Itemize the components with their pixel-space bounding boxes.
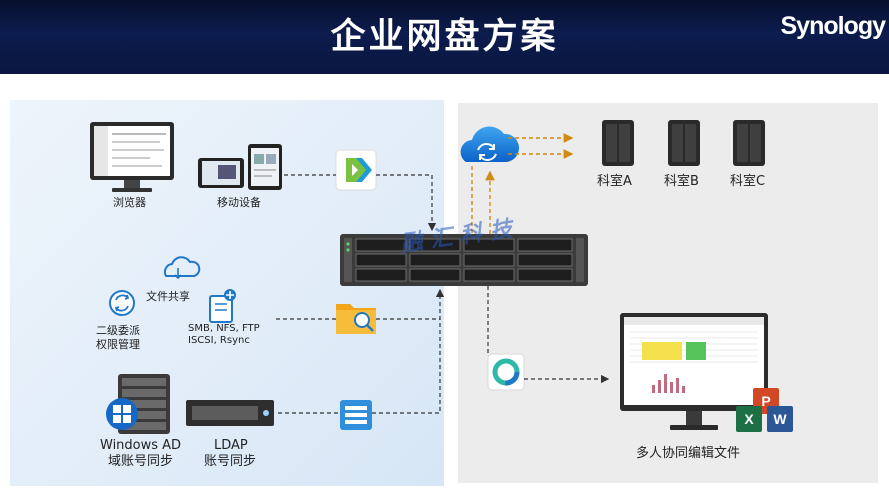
nas-unit-b-icon xyxy=(668,120,700,166)
windows-logo-icon xyxy=(106,398,138,430)
ldap-label-line2: 账号同步 xyxy=(204,454,257,469)
svg-text:X: X xyxy=(744,411,754,427)
mobile-devices-icon xyxy=(198,144,282,190)
page-title: 企业网盘方案 xyxy=(330,17,559,57)
sync-badge-icon xyxy=(109,290,135,316)
delegation-label-line2: 权限管理 xyxy=(96,338,140,351)
cloud-sync-outline-icon xyxy=(163,256,201,280)
collab-monitor-icon xyxy=(620,313,768,430)
right-sync-connectors xyxy=(471,133,574,234)
lab-c-label: 科室C xyxy=(730,174,766,189)
right-panel xyxy=(458,103,878,483)
browser-monitor-icon xyxy=(90,122,174,192)
cloud-sync-icon xyxy=(460,126,520,162)
windows-ad-label-line2: 域账号同步 xyxy=(108,454,174,469)
directory-service-icon xyxy=(340,400,372,430)
left-connectors xyxy=(276,174,445,414)
mobile-label: 移动设备 xyxy=(217,196,261,209)
central-nas-icon xyxy=(340,234,588,286)
delegation-label-line1: 二级委派 xyxy=(96,324,140,337)
brand-logo: Synology xyxy=(780,12,886,40)
drive-app-icon xyxy=(335,149,377,191)
word-icon: W xyxy=(767,406,793,432)
svg-text:P: P xyxy=(761,393,770,409)
ldap-label-line1: LDAP xyxy=(214,438,248,453)
header-banner: 企业网盘方案 Synology xyxy=(0,0,889,74)
file-share-label: 文件共享 xyxy=(146,290,190,303)
nas-unit-a-icon xyxy=(602,120,634,166)
ldap-server-icon xyxy=(186,400,274,426)
protocols-label-line2: ISCSI, Rsync xyxy=(188,335,250,346)
browser-label: 浏览器 xyxy=(113,196,146,209)
document-plus-icon xyxy=(209,289,236,323)
office-app-icon xyxy=(487,353,525,391)
nas-unit-c-icon xyxy=(733,120,765,166)
collab-connectors xyxy=(487,286,610,384)
windows-ad-label-line1: Windows AD xyxy=(100,438,182,453)
collab-label: 多人协同编辑文件 xyxy=(636,446,741,461)
svg-text:W: W xyxy=(773,411,787,427)
protocols-label-line1: SMB, NFS, FTP xyxy=(188,323,260,334)
lab-a-label: 科室A xyxy=(597,174,632,189)
lab-b-label: 科室B xyxy=(664,174,699,189)
folder-search-icon xyxy=(336,304,376,334)
excel-icon: X xyxy=(736,406,762,432)
